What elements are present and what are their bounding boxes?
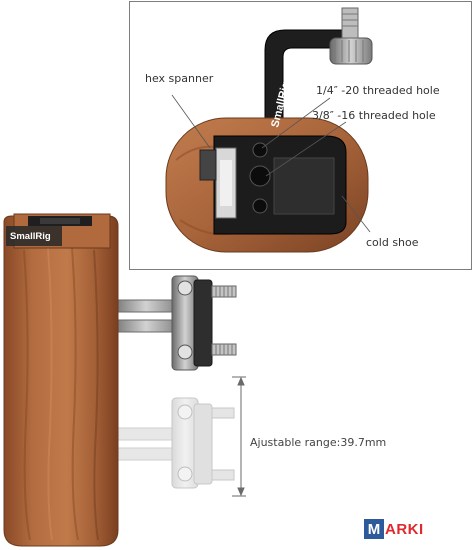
handle-brand-text: SmallRig	[10, 231, 51, 242]
watermark-text: ARKI	[385, 520, 424, 538]
label-three-eighths-threaded-hole: 3/8″ -16 threaded hole	[312, 109, 436, 122]
watermark-m-box: M	[364, 519, 384, 539]
label-hex-spanner: hex spanner	[145, 72, 214, 85]
watermark-logo: M ARKI	[364, 518, 424, 540]
clamp-arm	[109, 275, 237, 371]
screw-icon	[211, 343, 237, 356]
wooden-handle	[3, 213, 119, 547]
range-dimension-marker	[232, 376, 246, 497]
clamp-ghost-position	[109, 397, 235, 489]
detail-inset-frame	[129, 1, 472, 270]
label-adjustable-range: Ajustable range:39.7mm	[250, 436, 387, 449]
label-quarter-threaded-hole: 1/4″ -20 threaded hole	[316, 84, 440, 97]
screw-icon	[211, 285, 237, 298]
label-cold-shoe: cold shoe	[366, 236, 419, 249]
